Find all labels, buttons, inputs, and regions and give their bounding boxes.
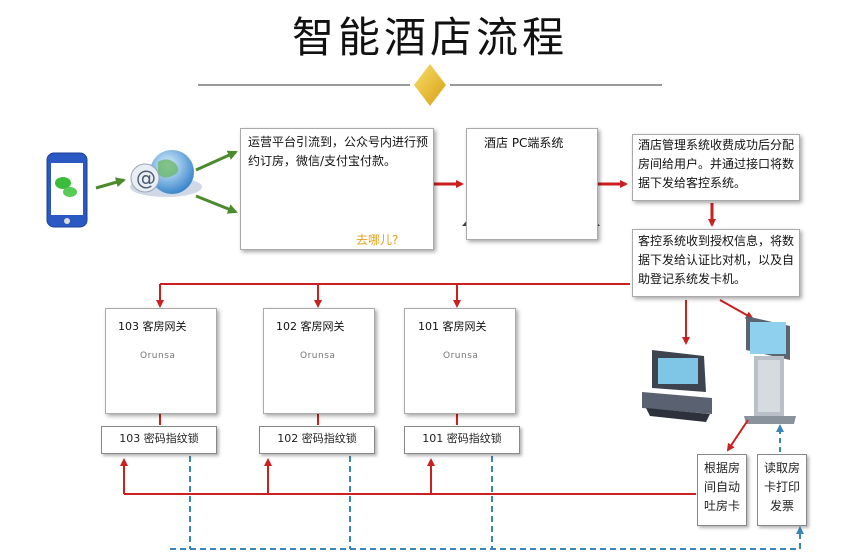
lock-to-reader-dashed-lines xyxy=(170,456,804,550)
page-title: 智能酒店流程 xyxy=(291,13,568,62)
self-service-kiosk-icon xyxy=(744,316,796,424)
verification-kiosk-icon xyxy=(642,350,712,422)
arrow-kiosk-to-dispense xyxy=(726,419,749,452)
hotel-management-box xyxy=(632,134,800,201)
card-return-lines xyxy=(120,458,696,495)
gateway-box-102 xyxy=(263,308,375,414)
baidu-logo-text: du xyxy=(276,199,299,218)
room-control-text: 客控系统收到授权信息，将数据下发给认证比对机，以及自助登记系统发卡机。 xyxy=(638,234,795,286)
pc-system-box xyxy=(466,128,598,240)
gateway-box-103 xyxy=(105,308,217,414)
gateway-label-101: 101 客房网关 xyxy=(418,320,487,333)
arrow-phone-to-internet xyxy=(95,177,126,190)
hotel-management-text: 酒店管理系统收费成功后分配房间给用户。并通过接口将数据下发给客控系统。 xyxy=(638,138,795,190)
arrow-internet-to-booking-1 xyxy=(195,150,238,172)
diamond-ornament xyxy=(414,64,446,106)
svg-text:@: @ xyxy=(136,166,156,190)
control-distribution-lines xyxy=(156,283,754,345)
fingerprint-lock-103: 103 密码指纹锁 xyxy=(101,426,217,454)
gateway-brand-103: Orunsa xyxy=(140,351,176,361)
phone-icon xyxy=(46,152,88,228)
gateway-label-102: 102 客房网关 xyxy=(276,320,345,333)
title-divider xyxy=(198,64,662,106)
gateway-brand-101: Orunsa xyxy=(443,351,479,361)
fingerprint-lock-102: 102 密码指纹锁 xyxy=(259,426,375,454)
arrow-internet-to-booking-2 xyxy=(195,194,238,214)
card-dispense-box: 根据房间自动吐房卡 xyxy=(697,454,747,526)
card-read-invoice-box: 读取房卡打印发票 xyxy=(757,454,807,526)
pc-system-title: 酒店 PC端系统 xyxy=(484,136,564,150)
qunar-logo-text: 去哪儿? xyxy=(356,233,399,247)
gateway-box-101 xyxy=(404,308,516,414)
booking-step-text: 运营平台引流到，公众号内进行预约订房，微信/支付宝付款。 xyxy=(248,135,429,168)
gateway-label-103: 103 客房网关 xyxy=(118,320,187,333)
fingerprint-lock-101: 101 密码指纹锁 xyxy=(404,426,520,454)
internet-globe-icon: @ xyxy=(130,150,202,197)
booking-step-box xyxy=(240,128,434,250)
gateway-brand-102: Orunsa xyxy=(300,351,336,361)
room-control-box xyxy=(632,229,800,297)
